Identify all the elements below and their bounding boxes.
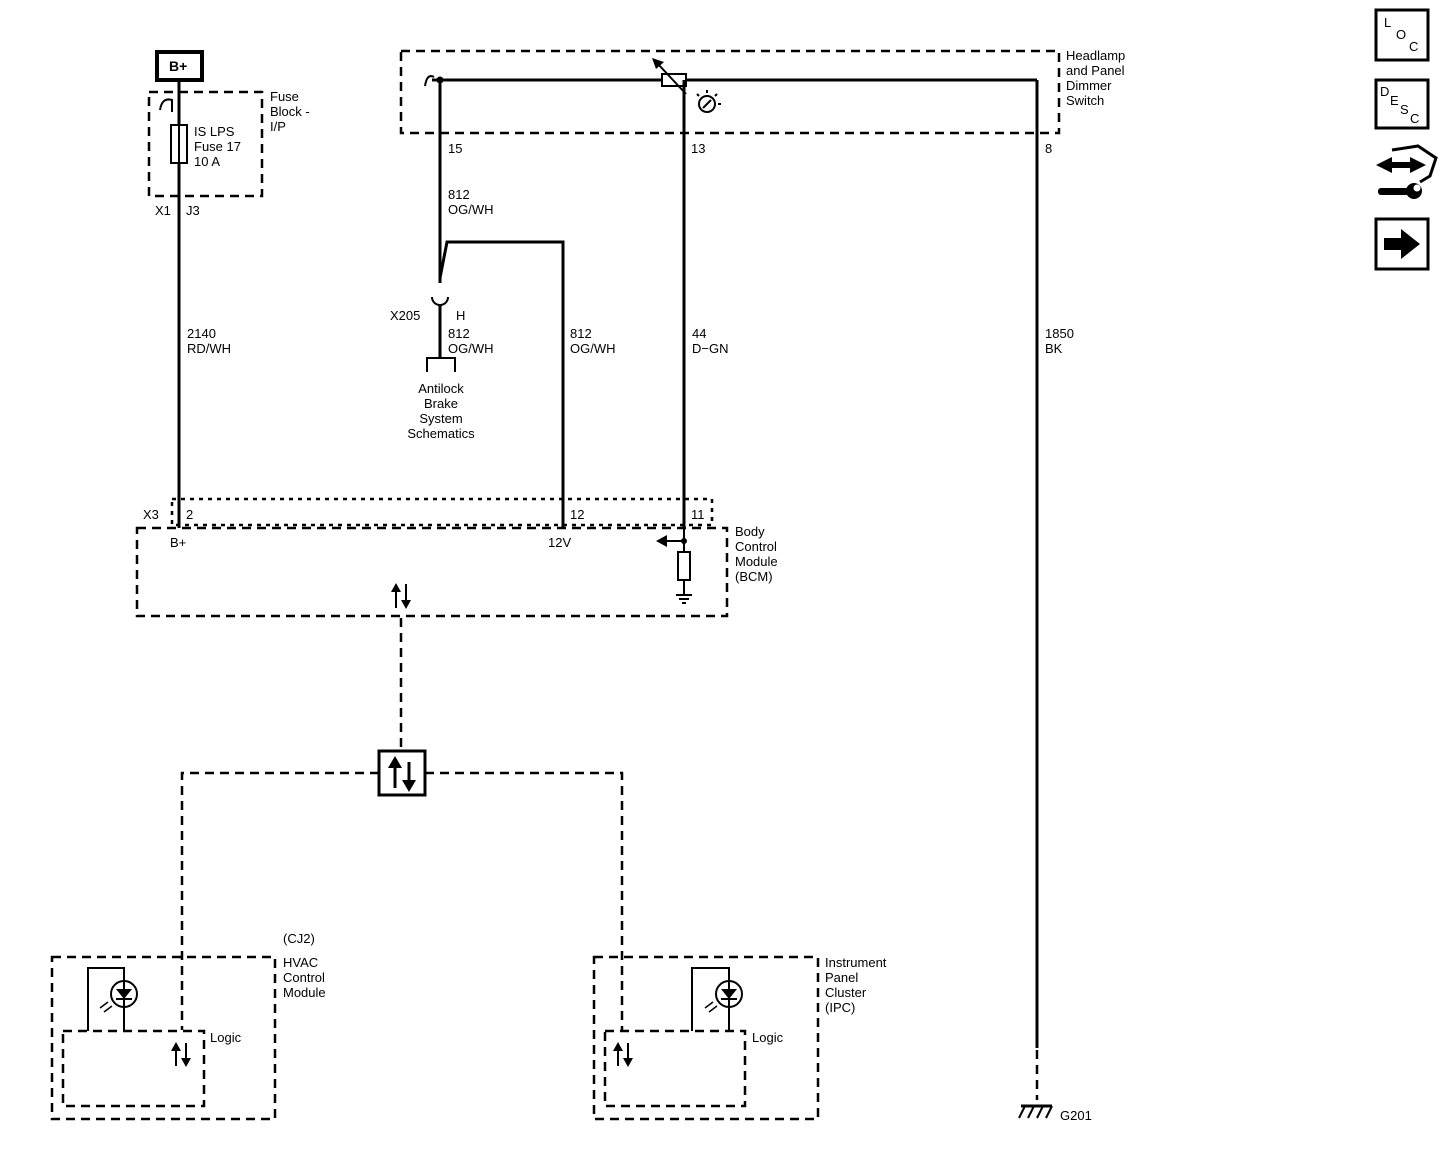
switch-title-line: Switch bbox=[1066, 93, 1104, 108]
switch-title-line: Headlamp bbox=[1066, 48, 1125, 63]
desc-letter: D bbox=[1380, 84, 1389, 99]
switch-pin-15: 15 bbox=[448, 141, 462, 156]
bcm-title-line: (BCM) bbox=[735, 569, 773, 584]
fuse-connector-label: X1 bbox=[155, 203, 171, 218]
wire-44-circuit: 44 bbox=[692, 326, 706, 341]
connector-end-view-button[interactable] bbox=[1376, 144, 1438, 199]
desc-letter: E bbox=[1390, 93, 1399, 108]
loc-letter: C bbox=[1409, 39, 1418, 54]
serial-data-icon bbox=[391, 583, 411, 609]
fuse-line: Fuse 17 bbox=[194, 139, 241, 154]
inline-connector-icon bbox=[431, 296, 449, 306]
battery-power-source: B+ bbox=[155, 50, 204, 82]
ipc-title-line: Panel bbox=[825, 970, 858, 985]
wire-812-bcm-circuit: 812 bbox=[570, 326, 592, 341]
resistor-icon bbox=[677, 551, 691, 581]
side-nav: L O C D E S C bbox=[1374, 8, 1438, 271]
bcm-title-line: Control bbox=[735, 539, 777, 554]
desc-letter: S bbox=[1400, 102, 1409, 117]
wire-812-abs-color: OG/WH bbox=[448, 341, 494, 356]
bcm-pin-12: 12 bbox=[570, 507, 584, 522]
dimmer-knob-icon bbox=[696, 90, 721, 113]
loc-letter: L bbox=[1384, 15, 1391, 30]
abs-reference-line: System bbox=[419, 411, 462, 426]
serial-data-bus-symbol bbox=[377, 749, 427, 797]
x205-pin-label: H bbox=[456, 308, 465, 323]
bcm-title-line: Module bbox=[735, 554, 778, 569]
wire-1850-circuit: 1850 bbox=[1045, 326, 1074, 341]
bcm-title-line: Body bbox=[735, 524, 765, 539]
ipc-title-line: Instrument bbox=[825, 955, 887, 970]
desc-letter: C bbox=[1410, 111, 1419, 126]
led-icon bbox=[704, 980, 743, 1013]
wire-812-bcm-color: OG/WH bbox=[570, 341, 616, 356]
bcm-pin-11: 11 bbox=[691, 507, 705, 522]
input-arrow-icon bbox=[656, 535, 667, 547]
headlamp-dimmer-switch: Headlamp and Panel Dimmer Switch 15 13 8 bbox=[399, 48, 1125, 156]
abs-reference-line: Schematics bbox=[407, 426, 475, 441]
ground-icon bbox=[676, 594, 692, 604]
fuse-block-title-line: Block - bbox=[270, 104, 310, 119]
serial-data-icon bbox=[171, 1042, 191, 1067]
hvac-title-line: HVAC bbox=[283, 955, 318, 970]
fuse-block-title-line: Fuse bbox=[270, 89, 299, 104]
hvac-logic-label: Logic bbox=[210, 1030, 242, 1045]
hvac-title-line: Module bbox=[283, 985, 326, 1000]
arrow-right-icon bbox=[1384, 229, 1420, 259]
ground-g201: G201 bbox=[1018, 1104, 1092, 1123]
switch-pin-8: 8 bbox=[1045, 141, 1052, 156]
fuse-line: 10 A bbox=[194, 154, 220, 169]
connector-x205: X205 H 812 OG/WH bbox=[390, 296, 494, 372]
wire-44-color: D−GN bbox=[692, 341, 728, 356]
next-button[interactable] bbox=[1374, 217, 1430, 271]
fuse-pin-label: J3 bbox=[186, 203, 200, 218]
ipc-logic-label: Logic bbox=[752, 1030, 784, 1045]
ipc-title-line: (IPC) bbox=[825, 1000, 855, 1015]
bcm-pin-2: 2 bbox=[186, 507, 193, 522]
ipc-title-line: Cluster bbox=[825, 985, 867, 1000]
instrument-panel-cluster: Instrument Panel Cluster (IPC) Logic bbox=[592, 955, 887, 1121]
wire-2140-circuit: 2140 bbox=[187, 326, 216, 341]
switch-title-line: Dimmer bbox=[1066, 78, 1112, 93]
bcm-input-battery: B+ bbox=[170, 535, 186, 550]
ground-label: G201 bbox=[1060, 1108, 1092, 1123]
switch-pin-13: 13 bbox=[691, 141, 705, 156]
schematic-reference-icon bbox=[426, 357, 456, 372]
hvac-option-code: (CJ2) bbox=[283, 931, 315, 946]
wire-812-color: OG/WH bbox=[448, 202, 494, 217]
bcm-connector-label: X3 bbox=[143, 507, 159, 522]
fuse-block-title-line: I/P bbox=[270, 119, 286, 134]
fuse-bus-icon bbox=[159, 98, 173, 112]
fuse-block: Fuse Block - I/P IS LPS Fuse 17 10 A X1 … bbox=[147, 80, 310, 218]
wire-1850-color: BK bbox=[1045, 341, 1063, 356]
desc-icon: D E S C bbox=[1380, 84, 1419, 126]
connector-wrench-icon bbox=[1376, 144, 1438, 199]
wire-812-bcm bbox=[438, 240, 565, 528]
serial-data-icon bbox=[613, 1042, 633, 1067]
loc-button[interactable]: L O C bbox=[1374, 8, 1430, 62]
bcm-input-12v: 12V bbox=[548, 535, 571, 550]
switch-title-line: and Panel bbox=[1066, 63, 1125, 78]
desc-button[interactable]: D E S C bbox=[1374, 78, 1430, 130]
hvac-control-module: (CJ2) HVAC Control Module Logic bbox=[50, 931, 326, 1121]
body-control-module: X3 2 12 11 B+ 12V Body Control Module (B… bbox=[135, 497, 778, 618]
loc-icon: L O C bbox=[1384, 15, 1418, 54]
wire-812-circuit: 812 bbox=[448, 187, 470, 202]
fuse-line: IS LPS bbox=[194, 124, 235, 139]
abs-reference-line: Antilock bbox=[418, 381, 464, 396]
abs-reference-line: Brake bbox=[424, 396, 458, 411]
loc-letter: O bbox=[1396, 27, 1406, 42]
wire-2140-color: RD/WH bbox=[187, 341, 231, 356]
wire-812-abs-circuit: 812 bbox=[448, 326, 470, 341]
switch-bus-icon bbox=[424, 75, 435, 87]
battery-label: B+ bbox=[169, 58, 187, 74]
x205-connector-label: X205 bbox=[390, 308, 420, 323]
hvac-title-line: Control bbox=[283, 970, 325, 985]
led-icon bbox=[99, 980, 138, 1013]
